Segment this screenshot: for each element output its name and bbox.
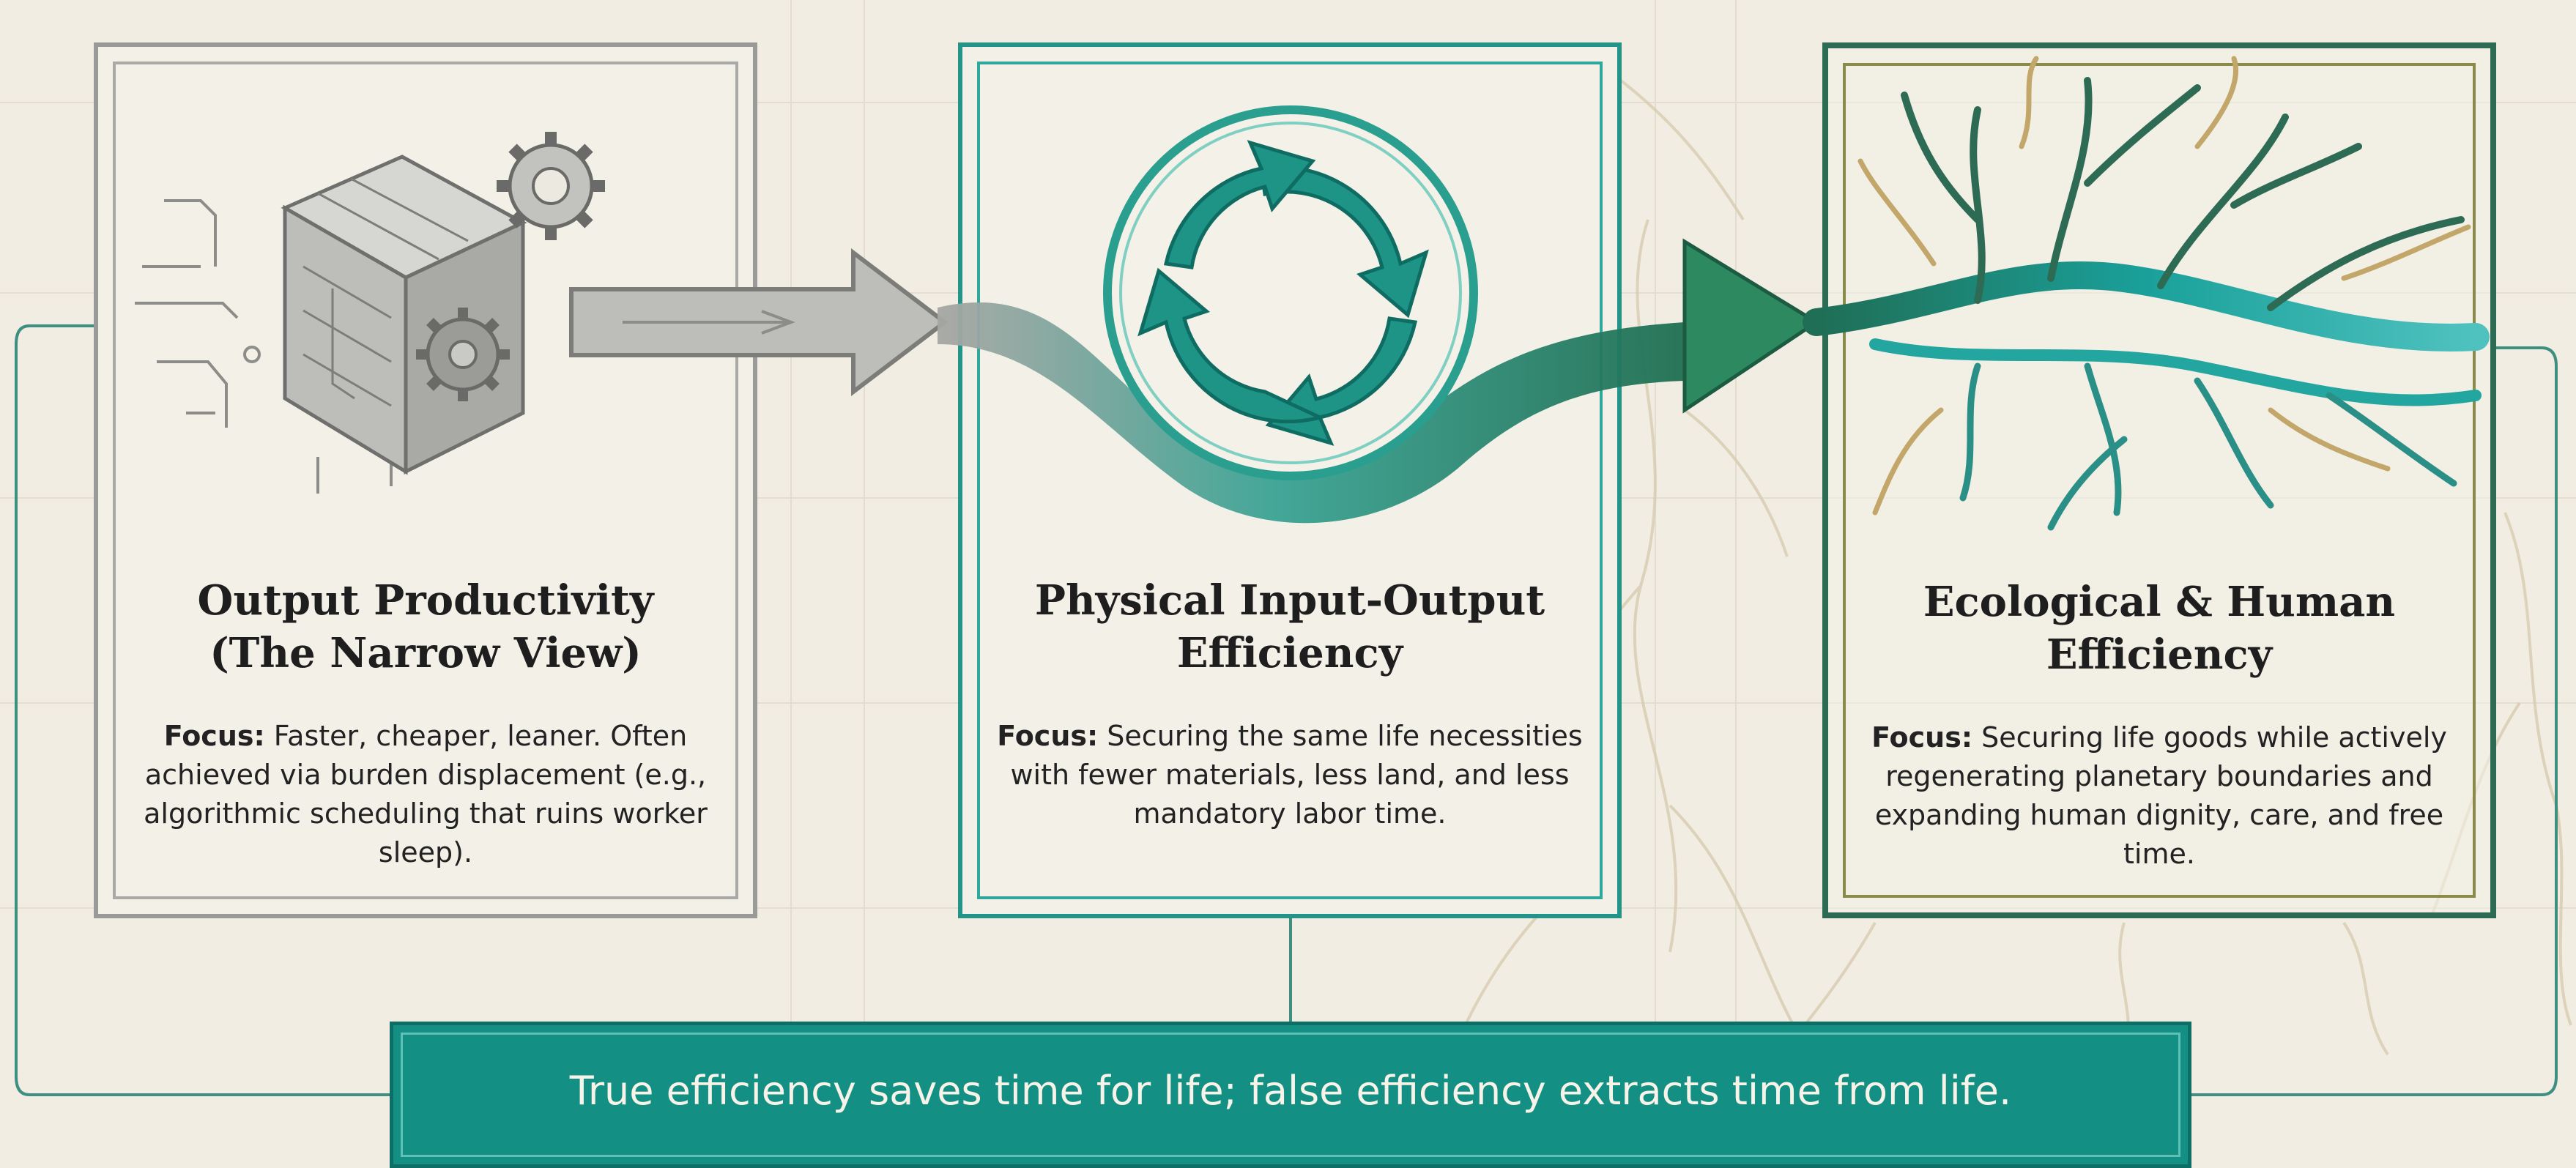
panel-title: Physical Input-Output Efficiency	[1034, 576, 1545, 677]
panel-inner-border	[1843, 63, 2476, 898]
gear-box-icon	[135, 132, 605, 494]
panel-inner-border	[113, 62, 738, 899]
panel-description: Focus: Securing life goods while activel…	[1857, 718, 2461, 874]
conclusion-banner: True efficiency saves time for life; fal…	[390, 1022, 2191, 1168]
gray-arrow	[569, 248, 949, 397]
panel-description: Focus: Faster, cheaper, leaner. Often ac…	[127, 717, 724, 872]
green-arrow	[1682, 238, 1820, 414]
output-productivity-panel: Output Productivity (The Narrow View) Fo…	[94, 42, 757, 918]
banner-text: True efficiency saves time for life; fal…	[569, 1068, 2012, 1114]
focus-text: Securing the same life necessities with …	[1010, 720, 1583, 830]
panel-inner-border	[977, 62, 1603, 899]
panel-title: Output Productivity (The Narrow View)	[197, 576, 654, 677]
recycle-arrows-icon	[1103, 105, 1478, 480]
banner-inner-border	[401, 1033, 2180, 1157]
focus-text: Securing life goods while actively regen…	[1874, 721, 2447, 870]
panel-title: Ecological & Human Efficiency	[1923, 578, 2396, 679]
focus-text: Faster, cheaper, leaner. Often achieved …	[144, 720, 708, 868]
focus-label: Focus:	[163, 720, 265, 752]
connector-lines	[15, 324, 2558, 1096]
focus-label: Focus:	[1871, 721, 1973, 754]
panel-description: Focus: Securing the same life necessitie…	[992, 717, 1588, 833]
focus-label: Focus:	[997, 720, 1099, 752]
branching-roots-icon	[1803, 56, 2490, 531]
ecological-human-panel: Ecological & Human Efficiency Focus: Sec…	[1822, 42, 2496, 918]
